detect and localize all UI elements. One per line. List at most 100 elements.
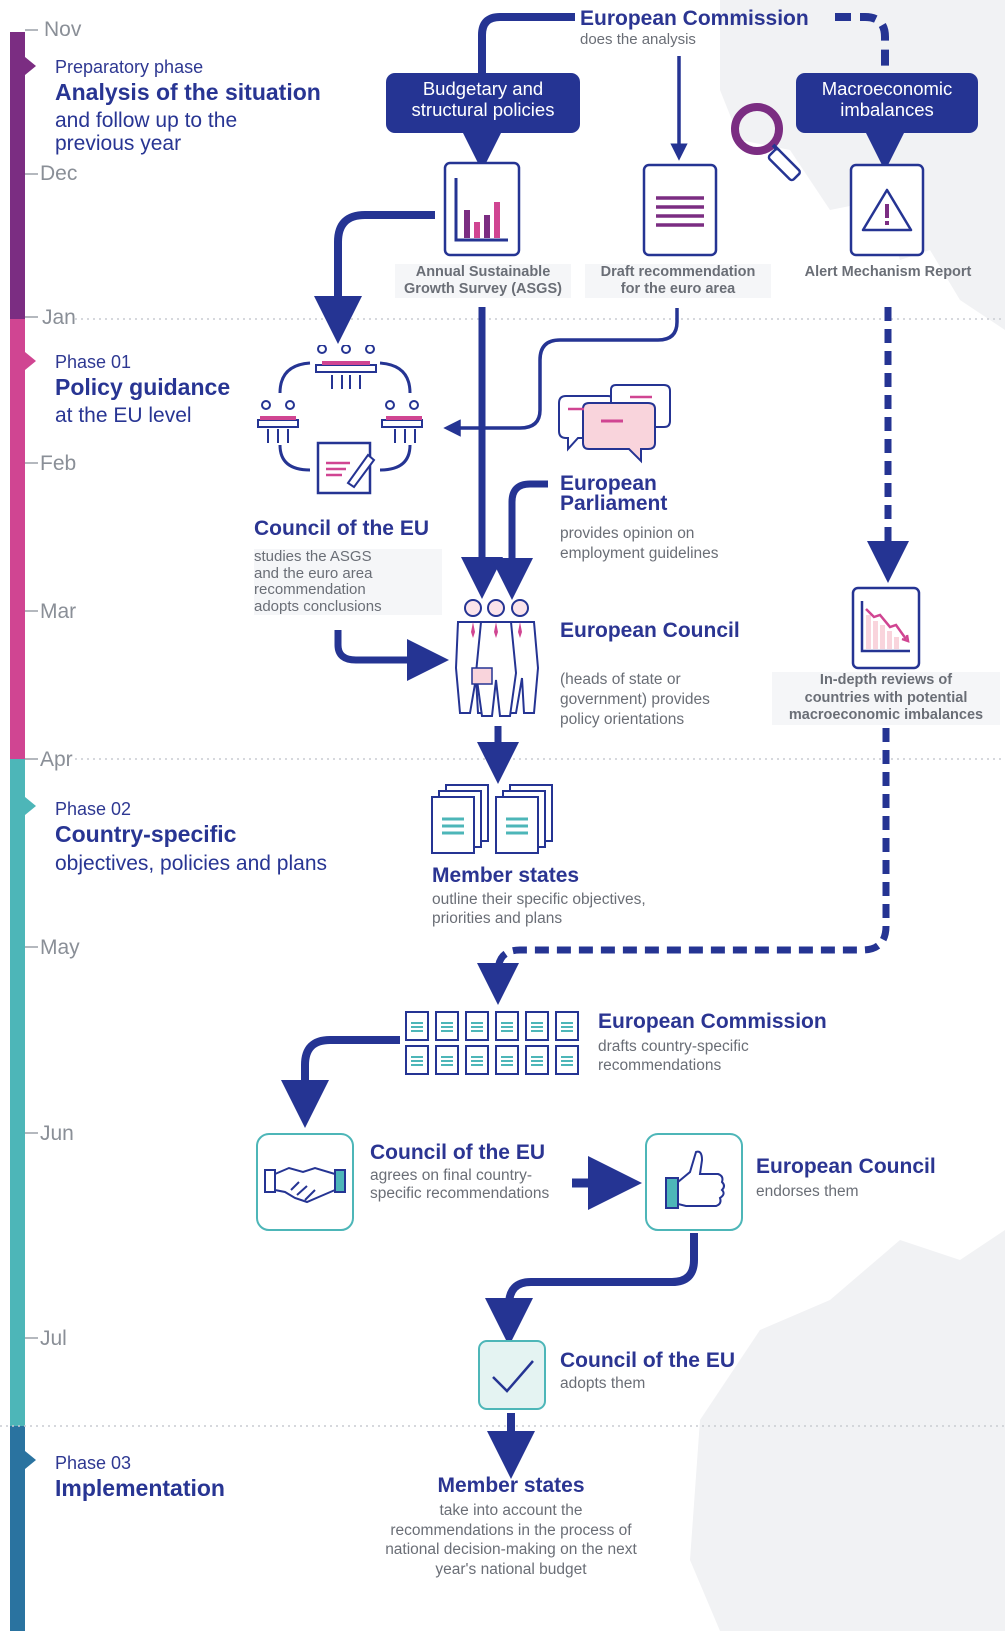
council1-desc-4: adopts conclusions bbox=[254, 597, 382, 615]
recommendation-doc bbox=[525, 1045, 549, 1075]
recommendation-doc bbox=[405, 1011, 429, 1041]
month-jan: Jan bbox=[42, 306, 76, 329]
council2-title: Council of the EU bbox=[370, 1141, 545, 1164]
pill-budgetary-line2: structural policies bbox=[411, 99, 555, 120]
preparatory-phase-sub-2: previous year bbox=[55, 132, 182, 155]
ec2-desc-1: drafts country-specific bbox=[598, 1038, 749, 1055]
month-jun: Jun bbox=[40, 1122, 74, 1145]
parliament-desc-1: provides opinion on bbox=[560, 525, 695, 542]
indepth-caption-1: In-depth reviews of bbox=[819, 672, 953, 688]
ec-top-desc: does the analysis bbox=[580, 31, 696, 48]
month-feb: Feb bbox=[40, 452, 77, 475]
checkmark-icon bbox=[478, 1340, 546, 1410]
euco1-desc-3: policy orientations bbox=[560, 711, 685, 728]
asgs-caption-2: Growth Survey (ASGS) bbox=[404, 281, 562, 297]
parliament-desc: provides opinion on employment guideline… bbox=[560, 524, 719, 564]
recommendation-doc bbox=[525, 1011, 549, 1041]
preparatory-phase-title: Analysis of the situation bbox=[55, 79, 321, 105]
timeline-bar bbox=[10, 29, 38, 1631]
alert-icon bbox=[849, 163, 925, 257]
ms1-desc-1: outline their specific objectives, bbox=[432, 891, 646, 908]
parliament-desc-2: employment guidelines bbox=[560, 545, 719, 562]
euco2-desc: endorses them bbox=[756, 1183, 859, 1200]
recommendation-doc bbox=[465, 1045, 489, 1075]
phase03-title: Implementation bbox=[55, 1475, 225, 1501]
pill-macro-line2: imbalances bbox=[840, 99, 934, 120]
leaders-group-icon bbox=[454, 599, 540, 717]
phase01-sub: at the EU level bbox=[55, 404, 192, 427]
thumbs-up-icon bbox=[645, 1133, 743, 1231]
recommendation-doc bbox=[495, 1045, 519, 1075]
council2-desc: agrees on final country- specific recomm… bbox=[370, 1167, 549, 1203]
ec2-desc-2: recommendations bbox=[598, 1057, 722, 1074]
asgs-caption: Annual Sustainable Growth Survey (ASGS) bbox=[395, 264, 571, 298]
council3-title: Council of the EU bbox=[560, 1349, 735, 1372]
council-meeting-icon bbox=[257, 345, 423, 495]
pill-budgetary-line1: Budgetary and bbox=[422, 78, 544, 99]
month-jul: Jul bbox=[40, 1327, 67, 1350]
phase02-title: Country-specific bbox=[55, 821, 237, 847]
handshake-icon bbox=[256, 1133, 354, 1231]
pill-macro-line1: Macroeconomic bbox=[821, 78, 953, 99]
ec2-desc: drafts country-specific recommendations bbox=[598, 1037, 749, 1075]
ms2-desc: take into account the recommendations in… bbox=[336, 1501, 686, 1579]
euco1-desc-2: government) provides bbox=[560, 691, 710, 708]
phase02-label: Phase 02 bbox=[55, 799, 132, 819]
council1-desc-3: recommendation bbox=[254, 581, 366, 598]
phase01-title: Policy guidance bbox=[55, 374, 231, 400]
draft-caption: Draft recommendation for the euro area bbox=[585, 264, 771, 298]
indepth-caption: In-depth reviews of countries with poten… bbox=[772, 672, 1000, 725]
recommendation-doc bbox=[405, 1045, 429, 1075]
draft-caption-2: for the euro area bbox=[620, 281, 736, 297]
month-mar: Mar bbox=[40, 600, 77, 623]
document-icon bbox=[642, 163, 718, 257]
asgs-caption-1: Annual Sustainable bbox=[415, 264, 551, 280]
month-dec: Dec bbox=[40, 162, 78, 185]
council1-desc-2: and the euro area bbox=[254, 564, 373, 582]
ms2-desc-2: recommendations in the process of bbox=[390, 1521, 632, 1539]
preparatory-phase-sub-1: and follow up to the bbox=[55, 109, 238, 132]
ec-top-title: European Commission bbox=[580, 7, 809, 30]
phase01-label: Phase 01 bbox=[55, 352, 132, 372]
recommendations-grid-icon bbox=[405, 1011, 579, 1075]
magnifier-icon bbox=[731, 103, 801, 182]
parliament-title: European Parliament bbox=[560, 472, 668, 515]
ms1-desc-2: priorities and plans bbox=[432, 910, 563, 927]
recommendation-doc bbox=[465, 1011, 489, 1041]
month-nov: Nov bbox=[44, 18, 82, 41]
preparatory-phase-label: Preparatory phase bbox=[55, 57, 204, 77]
recommendation-doc bbox=[435, 1045, 459, 1075]
ms2-desc-3: national decision-making on the next bbox=[385, 1541, 637, 1558]
draft-caption-1: Draft recommendation bbox=[600, 264, 756, 280]
recommendation-doc bbox=[495, 1011, 519, 1041]
pill-macro: Macroeconomic imbalances bbox=[796, 73, 978, 133]
council3-desc: adopts them bbox=[560, 1375, 646, 1392]
phase02-sub: objectives, policies and plans bbox=[55, 852, 327, 875]
pill-budgetary: Budgetary and structural policies bbox=[386, 73, 580, 133]
month-apr: Apr bbox=[40, 748, 73, 771]
euco1-desc: (heads of state or government) provides … bbox=[560, 670, 710, 730]
ms1-title: Member states bbox=[432, 864, 580, 887]
ms2-desc-4: year's national budget bbox=[435, 1560, 587, 1578]
council1-desc: studies the ASGS and the euro area recom… bbox=[254, 548, 442, 615]
ec2-title: European Commission bbox=[598, 1010, 827, 1033]
parliament-title-1: European bbox=[560, 472, 657, 495]
indepth-caption-2: countries with potential bbox=[804, 689, 968, 706]
recommendation-doc bbox=[435, 1011, 459, 1041]
ms2-desc-1: take into account the bbox=[439, 1502, 583, 1519]
parliament-title-2: Parliament bbox=[560, 492, 668, 515]
phase03-label: Phase 03 bbox=[55, 1453, 132, 1473]
month-may: May bbox=[40, 936, 80, 959]
ms1-desc: outline their specific objectives, prior… bbox=[432, 890, 646, 928]
council1-title: Council of the EU bbox=[254, 517, 429, 540]
indepth-caption-3: macroeconomic imbalances bbox=[788, 707, 984, 723]
recommendation-doc bbox=[555, 1011, 579, 1041]
alert-caption: Alert Mechanism Report bbox=[804, 264, 972, 280]
euco2-title: European Council bbox=[756, 1155, 936, 1178]
declining-chart-icon bbox=[851, 586, 921, 670]
euco1-title: European Council bbox=[560, 619, 740, 642]
ms2-title: Member states bbox=[437, 1474, 585, 1497]
